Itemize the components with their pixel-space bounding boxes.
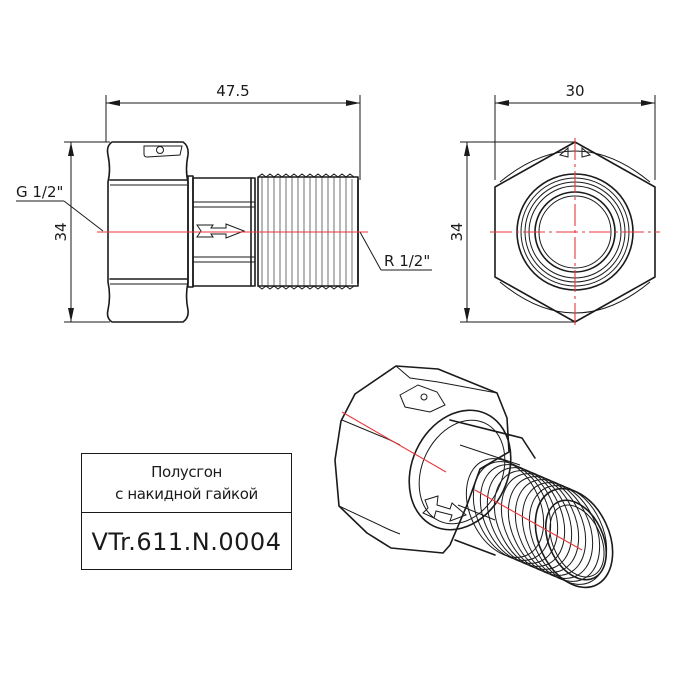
title-block: Полусгон с накидной гайкой VTr.611.N.000… [81, 453, 292, 570]
left-thread-label: G 1/2" [16, 183, 63, 201]
part-name-line2: с накидной гайкой [115, 485, 258, 503]
dimension-height-side-value: 34 [448, 222, 466, 241]
part-name-line1: Полусгон [151, 463, 222, 481]
right-thread-label: R 1/2" [384, 252, 430, 270]
left-thread-callout: G 1/2" [16, 183, 104, 232]
front-view: 47.5 34 G 1/2" R 1/2" [16, 82, 432, 323]
dimension-width-value: 30 [565, 82, 584, 100]
right-thread-callout: R 1/2" [359, 231, 432, 271]
side-view: 30 34 [448, 82, 660, 326]
title-block-name: Полусгон с накидной гайкой [82, 454, 291, 513]
dimension-height-front: 34 [52, 141, 110, 323]
dimension-height-front-value: 34 [52, 222, 70, 241]
dimension-length: 47.5 [105, 82, 361, 180]
isometric-view [334, 365, 614, 589]
dimension-length-value: 47.5 [216, 82, 249, 100]
dimension-height-side: 34 [448, 141, 576, 323]
dimension-width: 30 [494, 82, 656, 180]
part-code: VTr.611.N.0004 [91, 527, 282, 556]
